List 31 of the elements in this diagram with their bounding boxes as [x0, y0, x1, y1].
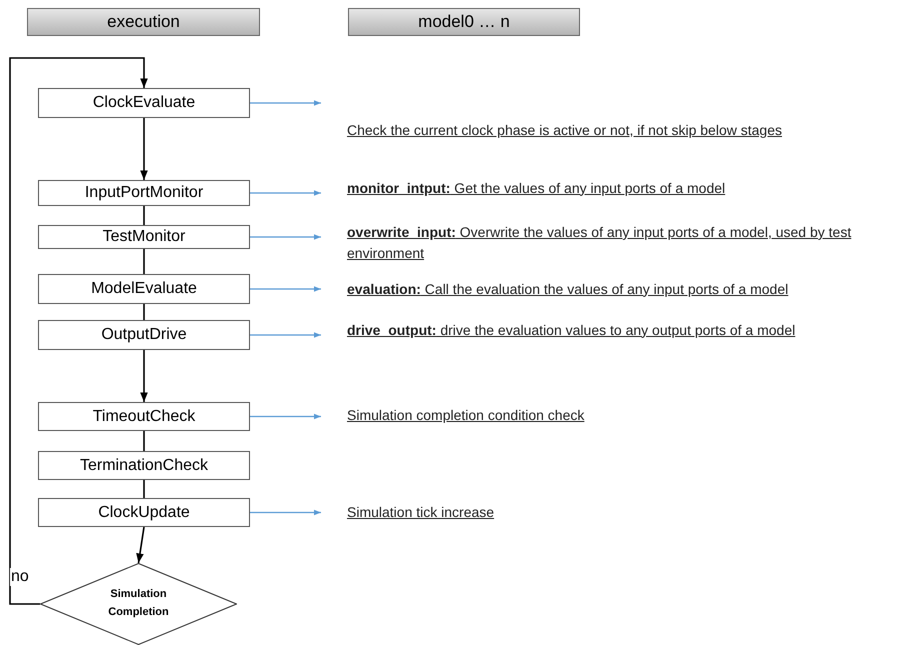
column-header: execution [27, 8, 260, 36]
pointer-arrow [250, 100, 321, 106]
pointer-arrow [250, 286, 321, 292]
process-box: ModelEvaluate [38, 274, 250, 304]
flow-arrow [140, 118, 148, 180]
process-box: InputPortMonitor [38, 180, 250, 206]
flow-arrow [140, 350, 148, 402]
description-text: drive_output: drive the evaluation values to any output ports of a model [347, 320, 796, 340]
pointer-arrow [250, 234, 321, 240]
description-text: overwrite_input: Overwrite the values of any input ports of a model, used by test environment [347, 223, 852, 263]
process-box: TestMonitor [38, 225, 250, 249]
description-text: evaluation: Call the evaluation the values of any input ports of a model [347, 280, 788, 299]
edge-label: no [10, 568, 30, 586]
process-box: ClockUpdate [38, 498, 250, 527]
process-box: TimeoutCheck [38, 402, 250, 431]
pointer-arrow [250, 332, 321, 338]
flow-arrow [136, 526, 145, 564]
pointer-arrow [250, 414, 321, 420]
description-text: Simulation tick increase [347, 502, 494, 522]
decision-label: Simulation Completion [107, 587, 170, 620]
decision-diamond [40, 563, 237, 645]
process-box: TerminationCheck [38, 451, 250, 480]
pointer-arrow [250, 190, 321, 196]
description-text: Check the current clock phase is active or not, if not skip below stages [347, 120, 782, 140]
flow-arrow [9, 57, 148, 605]
process-box: OutputDrive [38, 320, 250, 350]
pointer-arrow [250, 510, 321, 516]
description-text: monitor_intput: Get the values of any input ports of a model [347, 178, 726, 198]
column-header: model0 … n [348, 8, 580, 36]
process-box: ClockEvaluate [38, 88, 250, 118]
description-text: Simulation completion condition check [347, 406, 584, 425]
